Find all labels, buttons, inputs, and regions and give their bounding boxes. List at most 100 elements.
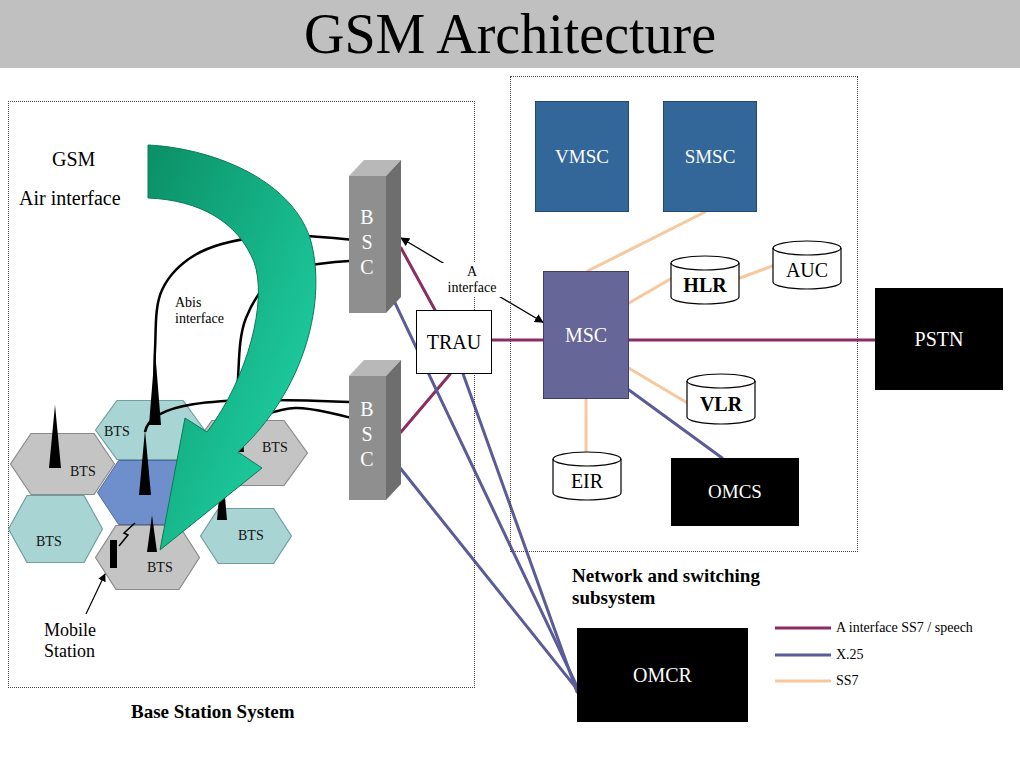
legend-row: X.25: [775, 645, 864, 665]
annotation-label: Abis interface: [175, 295, 237, 327]
interface-link: [248, 408, 349, 420]
node-label: PSTN: [915, 328, 964, 351]
database-cylinder: HLR: [670, 255, 740, 305]
cylinder-body: [553, 452, 621, 500]
cabinet-outline: [349, 160, 401, 313]
label-box: Mobile Station: [44, 620, 119, 661]
node-label: BTS: [36, 534, 62, 550]
legend-row: SS7: [775, 671, 859, 691]
network-box: MSC: [543, 271, 629, 399]
abis-wire: [145, 400, 349, 432]
interface-link: [492, 338, 543, 341]
cylinder-body: [773, 241, 841, 289]
interface-link: [401, 248, 435, 310]
legend-line-sample: [775, 680, 831, 683]
hexagon-shape: [11, 434, 115, 495]
antenna: [139, 430, 151, 495]
hexagon-shape: [189, 421, 308, 486]
cabinet-front: [349, 176, 386, 313]
bsc-cabinet: BSC: [349, 160, 401, 313]
node-label: OMCS: [708, 481, 762, 503]
legend-line-sample: [775, 627, 831, 630]
legend-text: A interface SS7 / speech: [836, 620, 973, 636]
node-label: BTS: [238, 528, 264, 544]
serving-cell: [98, 461, 205, 525]
cabinet-outline: [349, 360, 401, 500]
group-heading: Base Station System: [131, 701, 295, 723]
cylinder-body: [687, 374, 755, 424]
node-label: BTS: [70, 464, 96, 480]
network-box: VMSC: [535, 101, 629, 212]
hexagon-shape: [201, 509, 292, 564]
annotation-label: Air interface: [19, 187, 121, 210]
interface-link: [400, 468, 577, 689]
hexagon-shape: [9, 496, 103, 563]
cylinder-body: [671, 256, 739, 304]
interface-link: [629, 368, 690, 404]
legend-sample: [775, 671, 831, 691]
diagram-title: GSM Architecture: [304, 6, 716, 62]
radio-link-symbol: [119, 523, 135, 546]
node-label: BTS: [147, 560, 173, 576]
bts-cell: BTS: [10, 433, 115, 495]
hexagon-shape: [96, 401, 205, 460]
cylinder-rim: [671, 263, 739, 270]
subsystem-region: Network and switching subsystemVMSCSMSCM…: [510, 76, 858, 552]
bts-cell: BTS: [95, 400, 205, 460]
database-cylinder: VLR: [686, 373, 756, 425]
group-heading: Network and switching subsystem: [572, 565, 807, 609]
node-label: TRAU: [427, 331, 481, 354]
interface-link: [463, 374, 577, 692]
legend-sample: [775, 645, 831, 665]
label-box: Abis interface: [175, 295, 237, 327]
interface-link: [629, 338, 875, 341]
bts-cell: BTS: [8, 495, 103, 563]
cylinder-rim: [773, 248, 841, 255]
bts-cell: BTS: [200, 508, 292, 564]
node-label: BSC: [357, 397, 377, 472]
hexagon-outline: [8, 495, 103, 563]
legend-text: X.25: [836, 647, 864, 663]
network-box: OMCR: [577, 628, 748, 722]
legend-row: A interface SS7 / speech: [775, 618, 973, 638]
network-box: TRAU: [416, 310, 492, 374]
node-label: AUC: [786, 259, 828, 282]
title-bar: GSM Architecture: [0, 0, 1020, 68]
antenna: [232, 378, 244, 452]
interface-link: [585, 399, 588, 451]
cabinet-front: [349, 376, 386, 500]
cabinet-side: [386, 360, 401, 500]
hexagon-outline: [10, 433, 115, 495]
interface-link: [740, 265, 775, 278]
antenna: [49, 405, 61, 468]
database-cylinder: AUC: [772, 240, 842, 290]
legend-text: SS7: [836, 673, 859, 689]
interface-link: [238, 261, 349, 420]
node-label: EIR: [571, 470, 603, 493]
air-interface-arrow: [148, 145, 316, 550]
cylinder-rim: [687, 381, 755, 388]
link-label-box: A interface: [441, 263, 503, 297]
node-label: OMCR: [633, 664, 692, 687]
legend-sample: [775, 618, 831, 638]
label-box: GSM: [52, 148, 95, 171]
bts-cell: BTS: [95, 525, 200, 590]
node-label: HLR: [683, 274, 726, 297]
leader-line: [86, 574, 105, 614]
label-box: Air interface: [19, 187, 121, 210]
network-box: OMCS: [671, 458, 799, 526]
hexagon-outline: [95, 525, 200, 590]
hexagon-outline: [188, 420, 308, 486]
cylinder-rim: [553, 459, 621, 466]
network-box: PSTN: [875, 288, 1003, 390]
annotation-label: Mobile Station: [44, 620, 119, 661]
bts-cell: BTS: [188, 420, 308, 486]
node-label: BSC: [357, 205, 377, 280]
hexagon-shape: [96, 526, 200, 590]
node-label: MSC: [565, 324, 607, 347]
node-label: SMSC: [685, 146, 736, 168]
mobile-station-symbol: [110, 540, 117, 568]
node-label: VMSC: [555, 146, 609, 168]
interface-link: [629, 278, 672, 303]
